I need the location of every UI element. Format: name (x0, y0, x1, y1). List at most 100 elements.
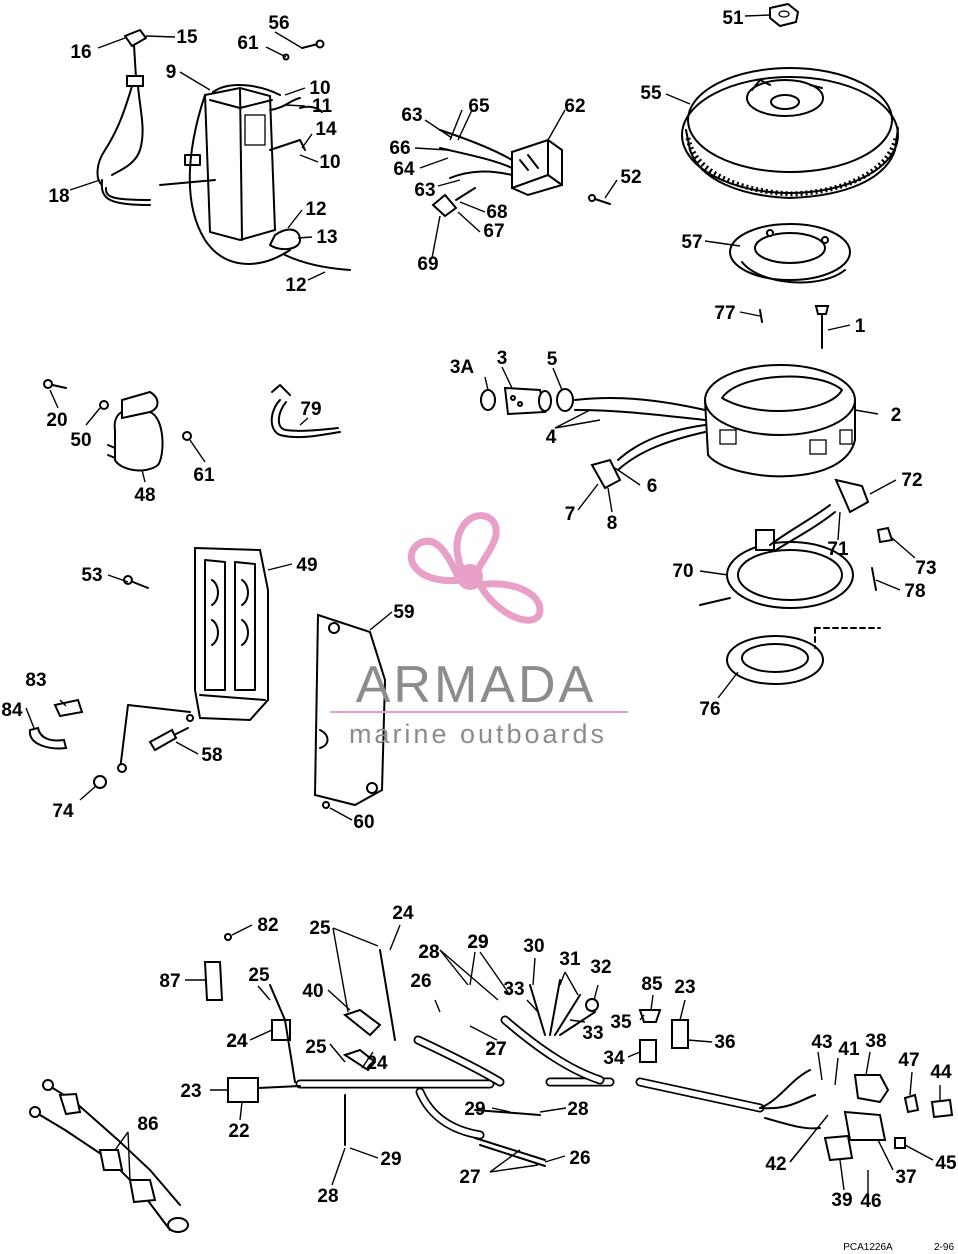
callout-label-18: 18 (48, 186, 69, 207)
callout-label-33: 33 (582, 1023, 603, 1044)
callout-label-3A: 3A (450, 357, 475, 378)
callout-label-47: 47 (898, 1050, 919, 1071)
callout-label-58: 58 (201, 745, 222, 766)
propeller-blade-right (474, 580, 544, 624)
callout-label-50: 50 (70, 430, 91, 451)
callout-label-62: 62 (564, 96, 585, 117)
cover-59 (313, 613, 387, 809)
callout-label-10: 10 (309, 78, 330, 99)
callout-label-23: 23 (180, 1081, 201, 1102)
callout-label-32: 32 (590, 957, 611, 978)
callout-label-26: 26 (569, 1148, 590, 1169)
callout-label-13: 13 (316, 227, 337, 248)
callout-label-26: 26 (410, 971, 431, 992)
callout-label-24: 24 (226, 1031, 248, 1052)
callout-label-78: 78 (904, 581, 925, 602)
ignition-coil (43, 379, 192, 472)
callout-label-2: 2 (891, 405, 902, 426)
leader-lines (25, 14, 941, 1195)
propeller-blade-top (453, 512, 500, 574)
spark-plug-lead (96, 29, 151, 206)
callout-label-28: 28 (317, 1186, 338, 1207)
callout-label-12: 12 (305, 199, 326, 220)
callout-label-25: 25 (305, 1037, 327, 1058)
callout-label-37: 37 (895, 1167, 916, 1188)
callout-label-36: 36 (714, 1032, 735, 1053)
sensor-ring (699, 478, 894, 609)
callout-label-49: 49 (296, 555, 317, 576)
callout-label-29: 29 (467, 932, 488, 953)
gasket-76 (726, 627, 881, 685)
drawing-code-date: 2-96 (934, 1242, 954, 1253)
callout-label-76: 76 (699, 699, 720, 720)
callout-label-28: 28 (418, 942, 439, 963)
callout-label-60: 60 (353, 812, 374, 833)
callout-label-34: 34 (603, 1048, 625, 1069)
callout-label-86: 86 (137, 1114, 158, 1135)
callout-label-12: 12 (285, 275, 306, 296)
callout-label-28: 28 (418, 942, 439, 963)
drawing-code: PCA1226A 2-96 (843, 1242, 954, 1253)
callout-label-27: 27 (485, 1039, 506, 1060)
callout-label-22: 22 (228, 1121, 249, 1142)
wiring-harness (203, 933, 954, 1167)
timer-base (729, 223, 851, 284)
callout-label-29: 29 (467, 932, 488, 953)
screw-52 (588, 194, 611, 205)
callout-label-82: 82 (257, 915, 278, 936)
watermark-brand: ARMADA (356, 656, 596, 714)
callout-label-7: 7 (565, 504, 576, 525)
callout-label-71: 71 (827, 539, 849, 560)
callout-label-43: 43 (811, 1032, 832, 1053)
callout-label-35: 35 (610, 1012, 632, 1033)
callout-label-64: 64 (393, 159, 415, 180)
callout-label-3: 3 (497, 348, 508, 369)
callout-label-72: 72 (901, 470, 922, 491)
callout-label-41: 41 (838, 1039, 860, 1060)
callout-label-27: 27 (485, 1039, 506, 1060)
small-parts-left (28, 698, 194, 789)
callout-label-68: 68 (486, 202, 507, 223)
callout-label-15: 15 (176, 27, 198, 48)
callout-label-51: 51 (722, 8, 744, 29)
callout-label-42: 42 (765, 1154, 786, 1175)
callout-label-8: 8 (607, 513, 618, 534)
plug-3 (480, 386, 574, 416)
propeller-logo (407, 512, 544, 624)
callout-label-66: 66 (389, 138, 410, 159)
callout-label-65: 65 (468, 96, 490, 117)
drawing-code-number: PCA1226A (843, 1242, 893, 1253)
stator (574, 364, 856, 490)
propeller-blade-left (407, 537, 466, 585)
callout-label-83: 83 (25, 670, 46, 691)
propeller-hub (457, 564, 483, 590)
watermark: ARMADA marine outboards (330, 512, 628, 749)
callout-label-6: 6 (647, 476, 658, 497)
part-drawings (28, 2, 954, 1233)
bracket-49 (194, 546, 269, 722)
callout-label-61: 61 (237, 33, 259, 54)
connector-62 (431, 129, 563, 218)
callout-label-29: 29 (464, 1099, 485, 1120)
callout-label-10: 10 (319, 152, 340, 173)
callout-label-70: 70 (672, 561, 693, 582)
battery-leads (29, 1079, 189, 1233)
callout-label-67: 67 (483, 221, 504, 242)
callout-label-14: 14 (315, 119, 337, 140)
callout-label-53: 53 (81, 565, 102, 586)
callout-label-1: 1 (855, 316, 866, 337)
callout-label-4: 4 (546, 427, 557, 448)
callout-label-25: 25 (248, 965, 270, 986)
callout-label-38: 38 (865, 1031, 886, 1052)
callout-label-24: 24 (226, 1031, 248, 1052)
callout-label-11: 11 (312, 96, 333, 117)
callout-label-56: 56 (268, 13, 289, 34)
callout-label-63: 63 (401, 105, 422, 126)
lead-79 (270, 384, 341, 439)
callout-label-77: 77 (714, 303, 735, 324)
callout-label-28: 28 (567, 1099, 588, 1120)
callout-label-61: 61 (193, 465, 215, 486)
callout-label-85: 85 (641, 974, 663, 995)
